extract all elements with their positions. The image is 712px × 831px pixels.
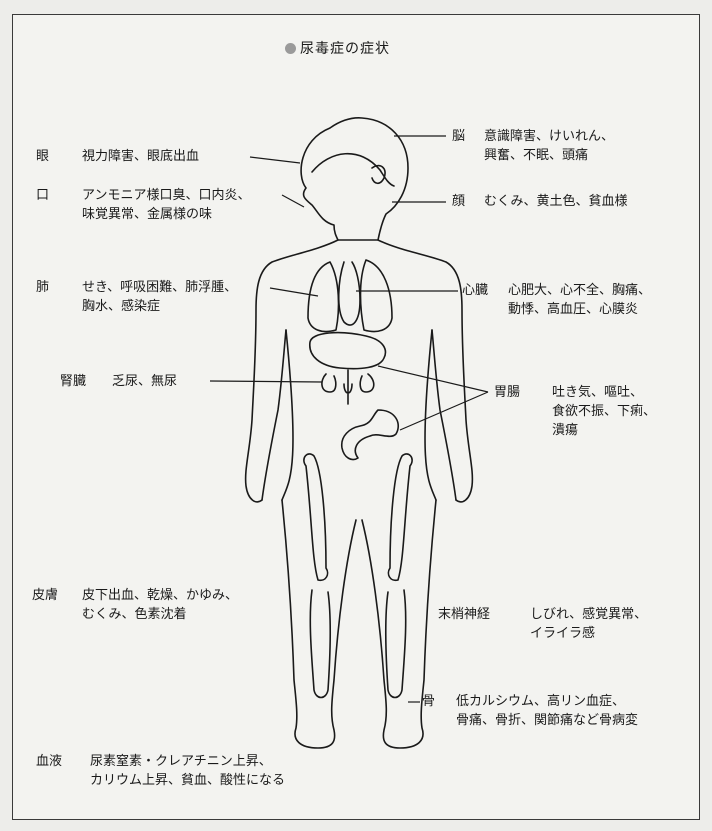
label-heart: 心臓	[462, 281, 488, 300]
bone-symptoms: 低カルシウム、高リン血症、 骨痛、骨折、関節痛など骨病変	[456, 692, 638, 730]
label-bone: 骨	[422, 692, 435, 711]
blood-symptoms: 尿素窒素・クレアチニン上昇、 カリウム上昇、貧血、酸性になる	[90, 752, 285, 790]
label-lung: 肺	[36, 278, 49, 297]
skin-symptoms: 皮下出血、乾燥、かゆみ、 むくみ、色素沈着	[82, 586, 238, 624]
lung-symptoms: せき、呼吸困難、肺浮腫、 胸水、感染症	[82, 278, 237, 316]
label-nerve: 末梢神経	[438, 605, 490, 624]
kidney-left	[322, 374, 336, 392]
gi-symptoms: 吐き気、嘔吐、 食欲不振、下痢、 潰瘍	[552, 383, 656, 440]
bone-femur-left	[304, 454, 328, 580]
label-eye: 眼	[36, 147, 49, 166]
bone-femur-right	[388, 454, 412, 580]
nerve-symptoms: しびれ、感覚異常、 イライラ感	[530, 605, 647, 643]
bone-tibia-right	[386, 590, 406, 698]
label-skin: 皮膚	[32, 586, 58, 605]
arm-inner-left	[262, 330, 286, 500]
mouth-symptoms: アンモニア様口臭、口内炎、 味覚異常、金属様の味	[82, 186, 250, 224]
heart-organ	[339, 262, 360, 325]
intestine	[342, 410, 399, 460]
ureter	[344, 370, 352, 404]
face-symptoms: むくみ、黄土色、貧血様	[484, 192, 628, 211]
leg-left	[282, 500, 356, 748]
label-blood: 血液	[36, 752, 62, 771]
lung-right	[361, 260, 393, 332]
heart-symptoms: 心肥大、心不全、胸痛、 動悸、高血圧、心膜炎	[508, 281, 651, 319]
label-gi: 胃腸	[494, 383, 520, 402]
head-outline	[301, 118, 408, 240]
leader-gi-2	[400, 392, 488, 430]
torso-outline	[246, 240, 473, 502]
leader-mouth	[282, 195, 304, 207]
label-face: 顔	[452, 192, 465, 211]
leader-gi-1	[378, 366, 488, 392]
kidney-right	[360, 374, 374, 392]
leader-eye	[250, 157, 300, 163]
liver-organ	[310, 333, 386, 369]
kidney-symptoms: 乏尿、無尿	[112, 372, 177, 391]
bone-tibia-left	[310, 590, 330, 698]
label-mouth: 口	[36, 186, 49, 205]
label-brain: 脳	[452, 127, 465, 146]
brain-symptoms: 意識障害、けいれん、 興奮、不眠、頭痛	[484, 127, 614, 165]
label-kidney: 腎臓	[60, 372, 86, 391]
hip-line	[282, 330, 436, 500]
lung-left	[308, 262, 338, 332]
eye-symptoms: 視力障害、眼底出血	[82, 147, 199, 166]
leader-kidney	[210, 381, 322, 382]
